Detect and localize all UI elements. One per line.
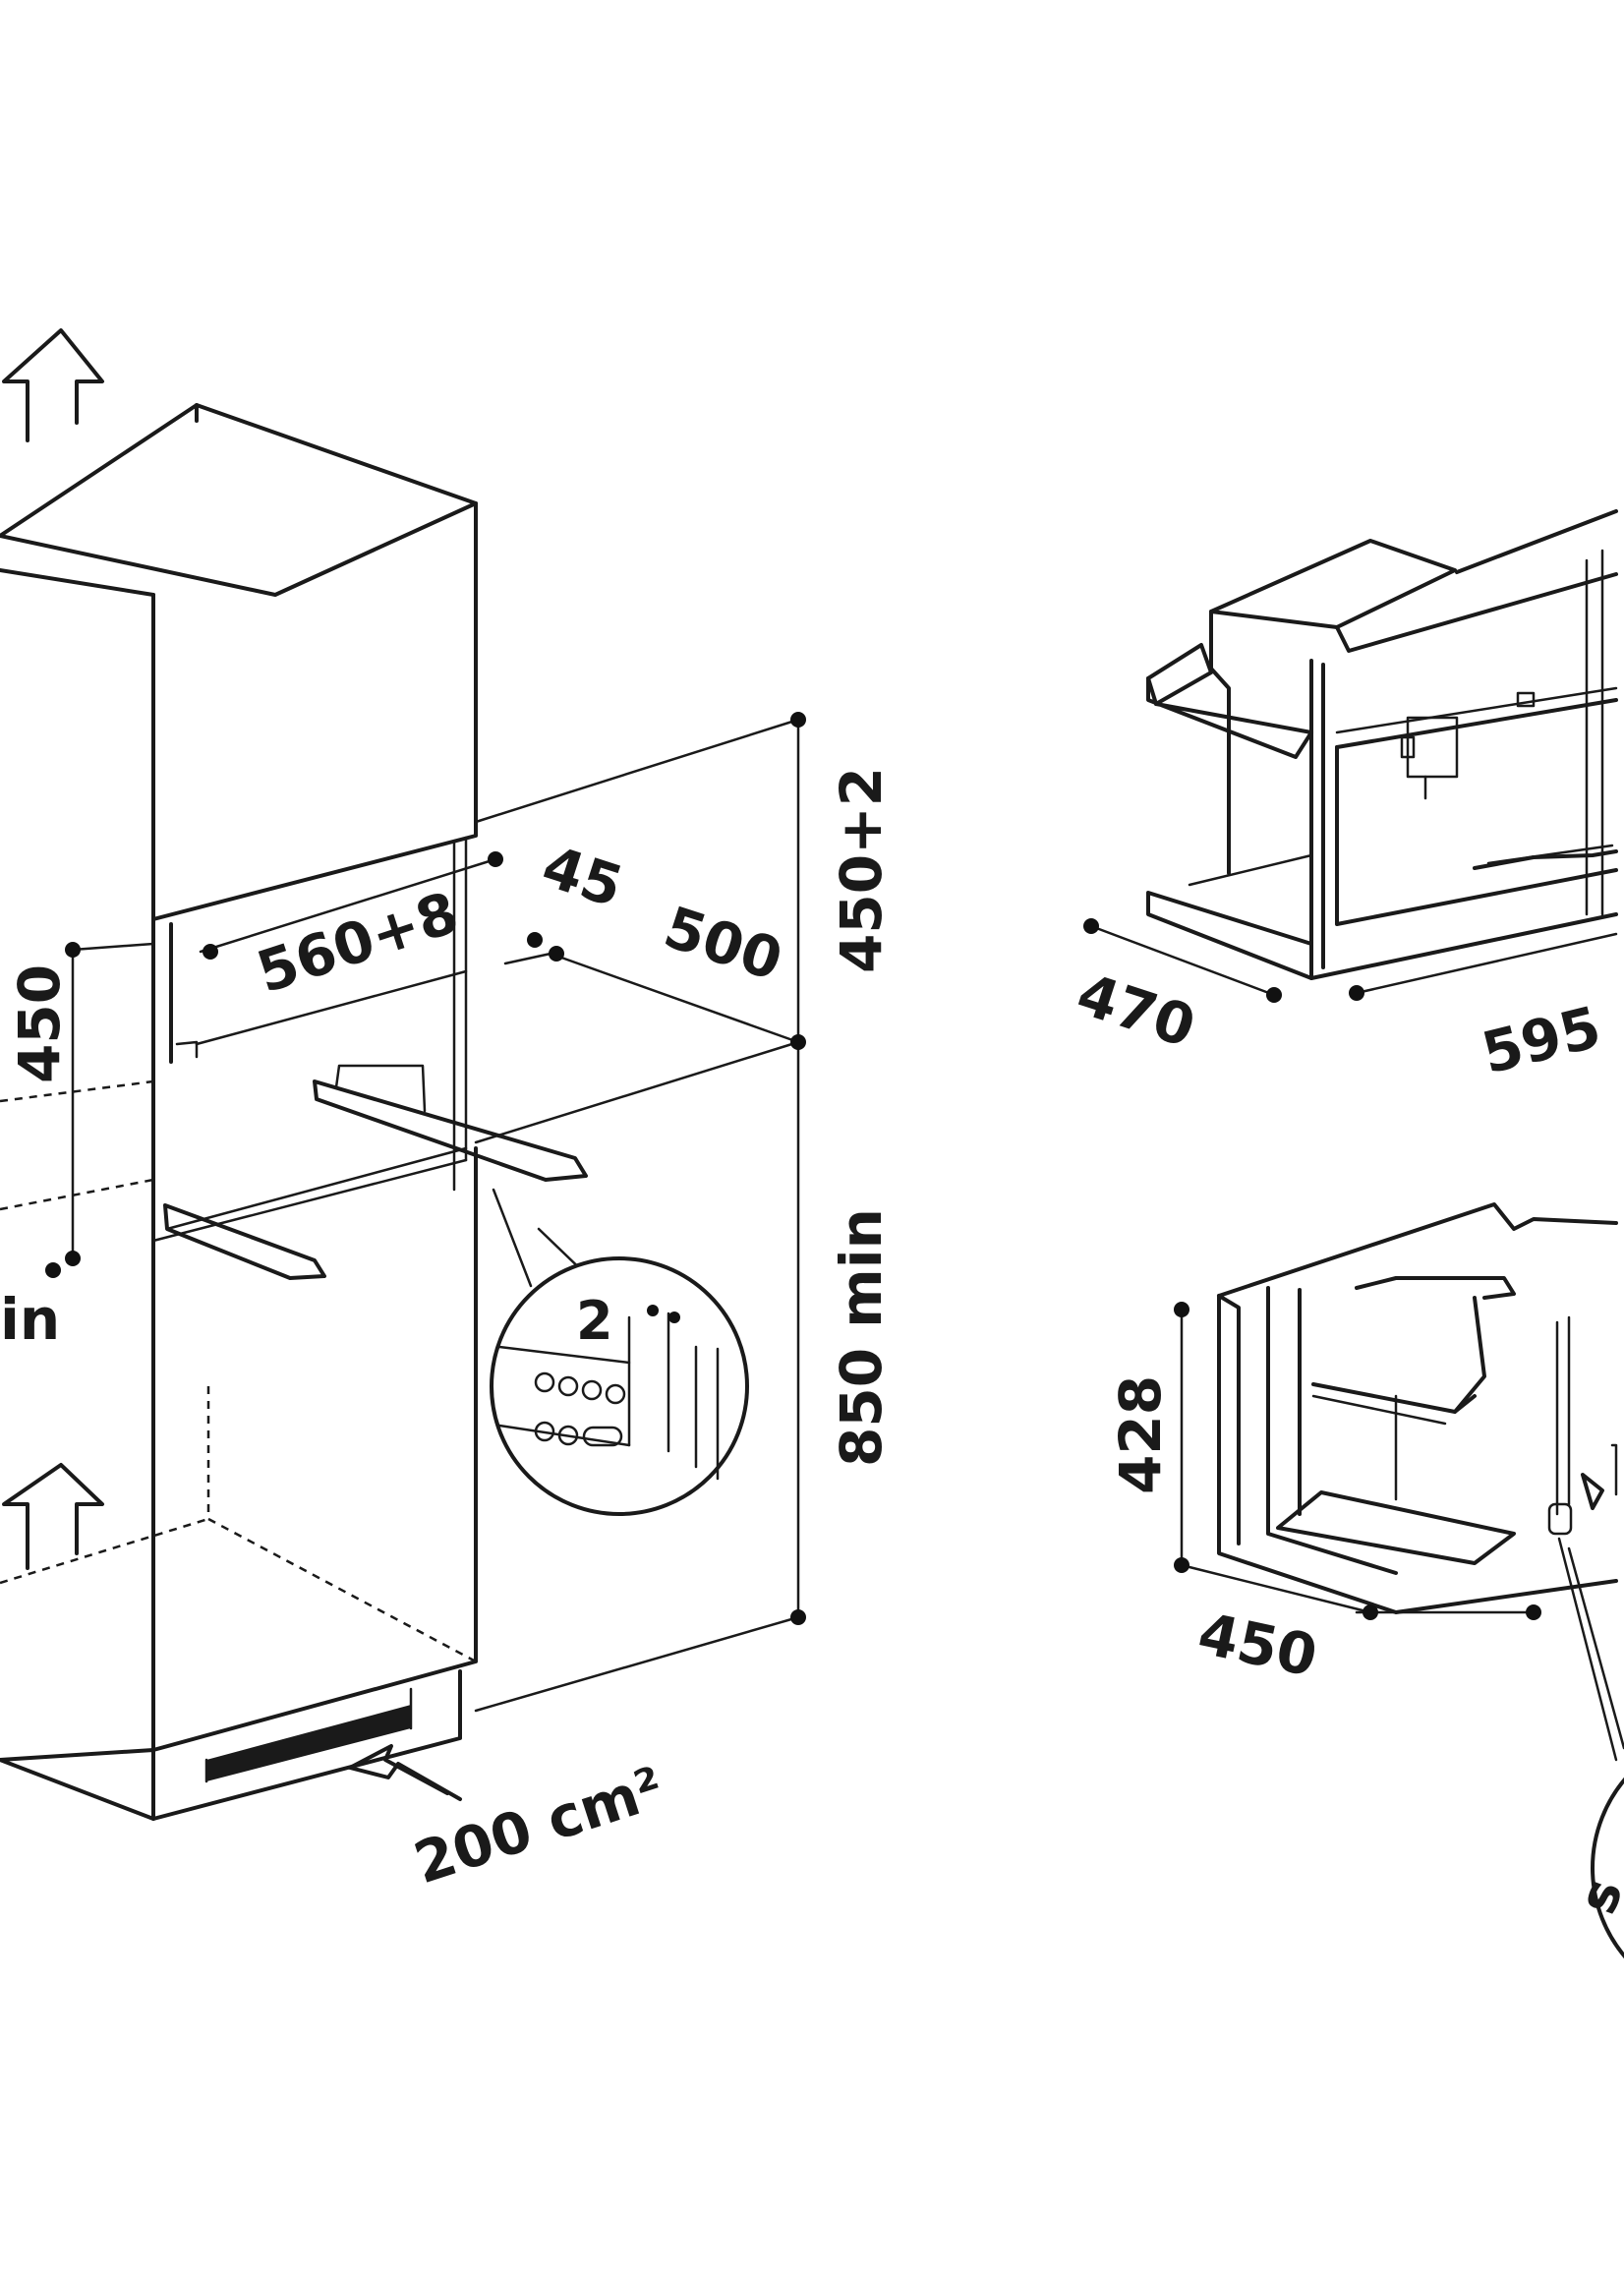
dim-500: 500 — [657, 894, 790, 994]
dim-595: 595 — [1476, 993, 1607, 1086]
niche-frame-drawing — [1174, 1202, 1624, 1959]
plinth-vent-grille — [206, 1705, 411, 1781]
dim-45: 45 — [535, 833, 631, 921]
dim-450-left: 450 — [6, 964, 73, 1083]
dim-450-2: 450+2 — [828, 767, 895, 973]
cabinet-drawing — [0, 328, 806, 1821]
dim-2: 2 — [576, 1290, 613, 1352]
airflow-arrow — [348, 1744, 462, 1801]
vent-arrow-bottom — [2, 1463, 104, 1570]
dim-min-left: in — [0, 1286, 60, 1353]
cabinet-top-face — [0, 403, 478, 597]
dim-850-min: 850 min — [828, 1208, 895, 1467]
appliance-drawing — [1083, 509, 1618, 1003]
dim-200cm2: 200 cm² — [406, 1754, 671, 1896]
dim-450-lower: 450 — [1192, 1600, 1323, 1690]
niche-opening — [151, 917, 173, 1251]
dim-560-8: 560+8 — [249, 879, 466, 1007]
lower-rail — [163, 1203, 326, 1280]
connector-callout-circle — [1591, 1777, 1624, 1959]
dim-428: 428 — [1107, 1375, 1174, 1494]
cabinet-lower-front — [151, 1146, 478, 1752]
detail-callout-content — [497, 1305, 720, 1481]
dim-470: 470 — [1070, 961, 1203, 1061]
upper-rail — [313, 1079, 588, 1182]
cabinet-upper-front — [151, 501, 478, 921]
vent-arrow-top — [2, 328, 104, 442]
